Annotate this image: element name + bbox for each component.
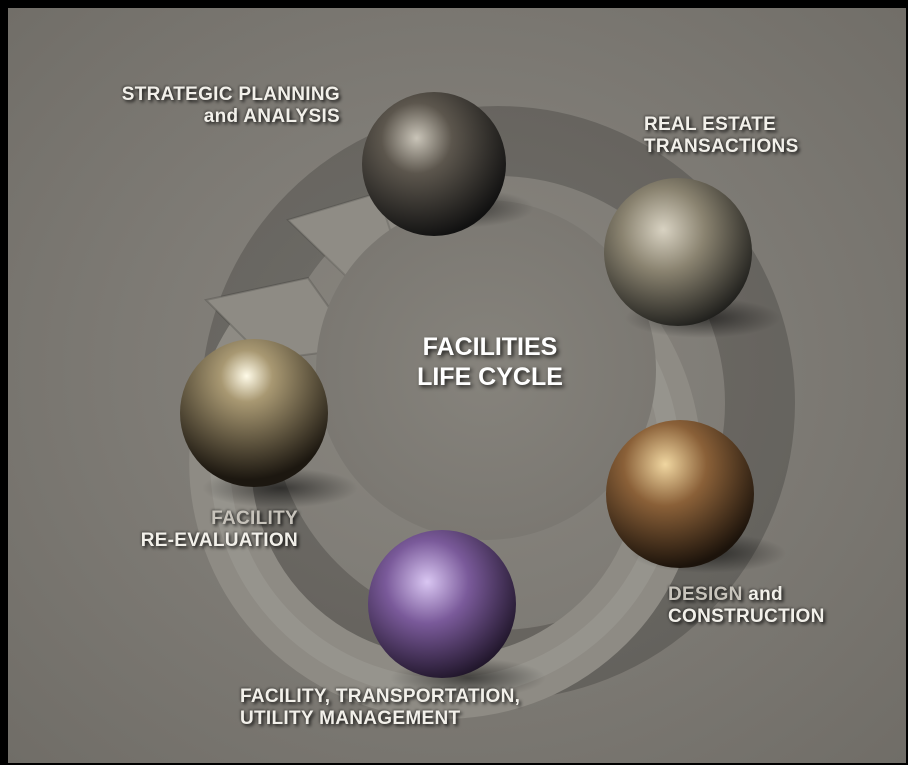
cycle-graphic [180,92,795,719]
label-reevaluation: FACILITY RE-EVALUATION [96,508,298,552]
sphere-reevaluation-image [180,339,328,487]
title-line-1: FACILITIES [422,333,558,361]
label-design-line-2: CONSTRUCTION [668,606,825,627]
sphere-utility-management-image [368,530,516,678]
label-utility-management: FACILITY, TRANSPORTATION, UTILITY MANAGE… [240,686,520,730]
label-design-construction: DESIGN and CONSTRUCTION [668,584,825,628]
label-real-estate: REAL ESTATE TRANSACTIONS [644,114,799,158]
label-management-line-1: FACILITY, TRANSPORTATION, [240,686,521,707]
inner-disk [316,200,656,540]
label-design-word: DESIGN [668,584,743,605]
sphere-strategic-planning-image [362,92,506,236]
diagram-title: FACILITIES LIFE CYCLE [380,332,600,392]
diagram-canvas: FACILITIES LIFE CYCLE STRATEGIC PLANNING… [8,8,906,763]
label-strategic-planning: STRATEGIC PLANNING and ANALYSIS [54,84,340,128]
label-strategic-line-1: STRATEGIC PLANNING [121,84,340,105]
label-management-line-2: UTILITY MANAGEMENT [240,708,461,729]
label-real-estate-line-2: TRANSACTIONS [644,136,799,157]
label-reevaluation-line-2: RE-EVALUATION [140,530,298,551]
label-real-estate-line-1: REAL ESTATE [644,114,777,135]
label-strategic-line-2: and ANALYSIS [203,106,340,127]
label-design-and: and [742,584,783,605]
label-reevaluation-line-1: FACILITY [211,508,298,529]
title-line-2: LIFE CYCLE [417,363,563,391]
sphere-design-construction-image [606,420,754,568]
label-design-line-1: DESIGN and [668,584,825,606]
sphere-real-estate-image [604,178,752,326]
